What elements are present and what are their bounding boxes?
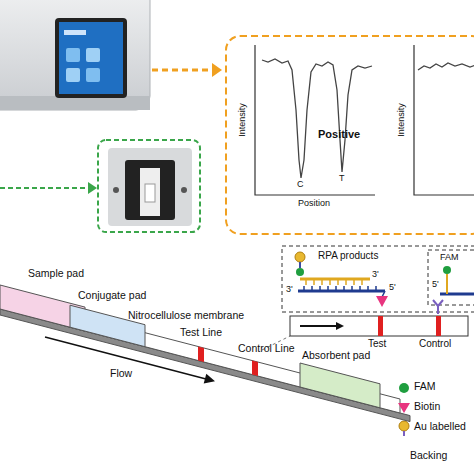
strip-holder: [108, 148, 192, 226]
axis-title: Position: [298, 199, 330, 209]
part-shape: [60, 311, 400, 413]
legend-swatch: [398, 402, 410, 414]
end-label: 3': [286, 285, 293, 295]
reader-device: [0, 0, 150, 110]
part-outline: [0, 309, 410, 422]
test-line: [198, 347, 204, 363]
zoom-frame: [282, 246, 474, 312]
zoomed-strip: [290, 316, 468, 336]
part-outline: [70, 305, 145, 347]
zone-label: Test: [368, 338, 386, 349]
legend-swatch: [398, 382, 410, 394]
green-dashed-frame: [98, 140, 200, 232]
fam-circle: [399, 383, 409, 393]
part-outline: [300, 363, 380, 408]
probe-label: FAM: [440, 253, 459, 263]
biotin-triangle: [398, 403, 410, 413]
strip-part: Backing: [0, 309, 410, 422]
flow-arrow: [45, 337, 215, 383]
peak-label: T: [339, 174, 345, 184]
part-shape: [0, 309, 410, 422]
legend-text: Au labelled: [414, 421, 466, 433]
part-label: Absorbent pad: [302, 350, 370, 362]
green-dashed-arrow: [0, 182, 97, 194]
product-label: RPA products: [318, 250, 378, 261]
orange-dashed-frame: [226, 36, 474, 234]
control-probe: [433, 266, 474, 314]
legend-text: FAM: [414, 381, 436, 393]
part-label: Conjugate pad: [78, 290, 146, 302]
part-label: Sample pad: [28, 268, 84, 280]
strip-part: Conjugate pad: [70, 305, 145, 347]
strip-part: Absorbent pad: [300, 363, 380, 408]
axis-title: Intensity: [397, 103, 407, 137]
result-label: Positive: [318, 128, 360, 140]
legend-text: Biotin: [414, 401, 440, 413]
orange-dashed-arrow: [152, 63, 222, 77]
signal-curve: [262, 59, 372, 178]
part-label: Nitrocellulose membrane: [128, 310, 244, 322]
signal-curve: [418, 63, 474, 70]
line-label: Test Line: [180, 327, 222, 339]
line-label: Control Line: [238, 343, 295, 355]
part-label: Backing: [410, 450, 447, 462]
end-label: 3': [372, 270, 379, 280]
end-label: 5': [389, 283, 396, 293]
graph-axes: [255, 45, 375, 195]
end-label: 5': [432, 280, 439, 290]
peak-label: C: [297, 180, 304, 190]
axis-title: Intensity: [238, 103, 248, 137]
flow-label: Flow: [110, 368, 132, 380]
graph-axes: [414, 45, 474, 195]
au-legend-swatch: [399, 421, 409, 436]
zone-label: Control: [419, 338, 451, 349]
zoom-frame: [428, 250, 474, 305]
control-line: [252, 361, 258, 377]
